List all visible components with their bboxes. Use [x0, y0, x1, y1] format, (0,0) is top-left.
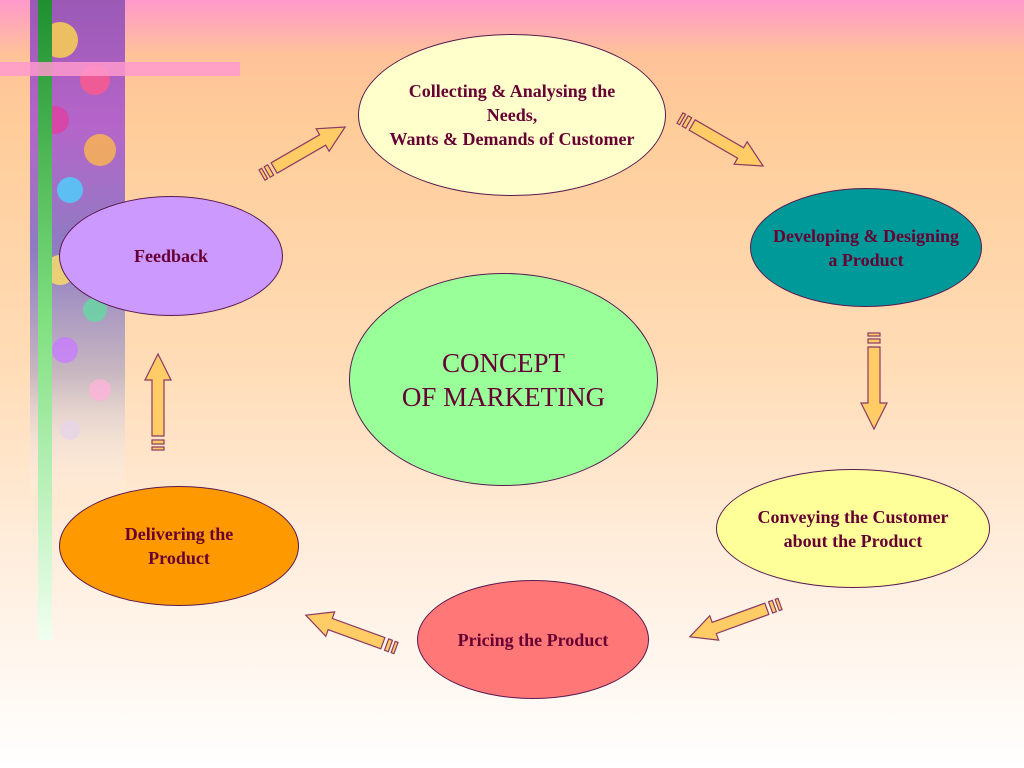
node-pricing-label: Pricing the Product [457, 629, 609, 650]
node-collecting: Collecting & Analysing the Needs, Wants … [358, 34, 666, 196]
node-delivering-label: Delivering the Product [124, 524, 234, 568]
node-developing: Developing & Designing a Product [750, 188, 982, 307]
node-collecting-label: Collecting & Analysing the Needs, Wants … [389, 81, 635, 149]
arrow-delivering-to-feedback [144, 352, 172, 451]
node-conveying-label: Conveying the Customer about the Product [757, 506, 949, 551]
node-developing-label: Developing & Designing a Product [772, 225, 959, 270]
arrow-conveying-to-pricing [688, 597, 783, 641]
arrow-feedback-to-collecting [258, 126, 347, 182]
arrow-developing-to-conveying [860, 332, 888, 431]
node-center-concept: CONCEPT OF MARKETING [349, 273, 658, 486]
node-delivering: Delivering the Product [59, 486, 299, 606]
node-feedback-label: Feedback [134, 246, 208, 266]
node-pricing: Pricing the Product [417, 580, 649, 699]
arrow-pricing-to-delivering [304, 611, 399, 655]
center-label: CONCEPT OF MARKETING [401, 347, 606, 412]
node-conveying: Conveying the Customer about the Product [716, 469, 990, 588]
node-feedback: Feedback [59, 196, 283, 316]
arrow-collecting-to-developing [676, 111, 765, 167]
